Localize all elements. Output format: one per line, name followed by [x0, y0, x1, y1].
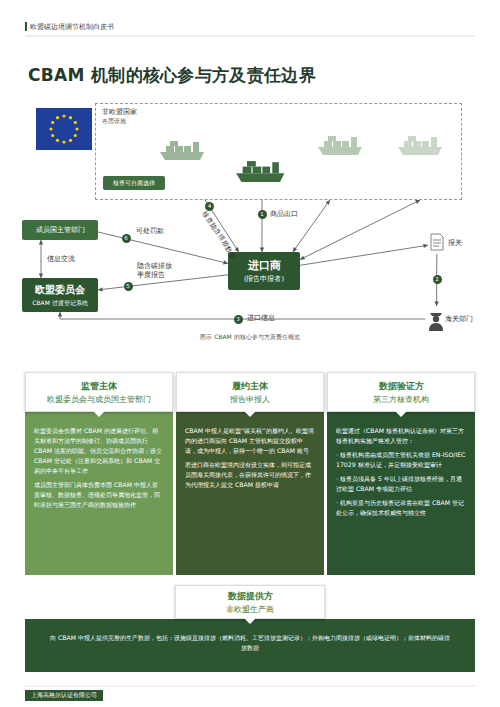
connector — [300, 200, 420, 260]
cargo-ship — [398, 136, 442, 155]
panel-body: 欧盟通过《CBAM 核查机构认证条例》对第三方核查机构实施严格准入管控： · 核查… — [327, 412, 475, 575]
node-label: 非欧盟国家 — [102, 108, 455, 117]
panel-body: CBAM 申报人是欧盟“碳关税”的履约人。欧盟境内的进口商应向 CBAM 主管机… — [176, 412, 324, 575]
connector-line — [41, 240, 42, 278]
arrow-head — [325, 200, 329, 205]
process-box: 核查可自愿选择 — [103, 176, 165, 190]
cargo-ship — [160, 141, 204, 160]
cargo-ship — [236, 161, 284, 182]
panel-body: 向 CBAM 申报人提供完整的生产数据，包括：设施级直接排放（燃料消耗、工艺排放… — [25, 619, 475, 672]
panel-header: 监管主体欧盟委员会与成员国主管部门 — [25, 372, 173, 412]
connector — [260, 200, 264, 252]
cargo-ship — [318, 136, 362, 155]
panel-text: · 核查机构需由成员国主管机关依据 EN-ISO/IEC 17029 标准认证，… — [336, 450, 466, 470]
icon-node: 海关部门 — [425, 306, 483, 332]
connector — [293, 200, 330, 252]
node-label: 成员国主管部门 — [36, 225, 85, 235]
arrow-head — [415, 200, 420, 204]
panel-text: 欧盟委员会负责对 CBAM 的进展进行评估、相关标准和方法学的制修订、协调成员国… — [34, 426, 164, 476]
panel-text: CBAM 申报人是欧盟“碳关税”的履约人。欧盟境内的进口商应向 CBAM 主管机… — [185, 426, 315, 456]
callout-number: 6 — [122, 234, 131, 243]
arrow-head — [300, 256, 305, 260]
role-panel: 数据验证方第三方核查机构欧盟通过《CBAM 核查机构认证条例》对第三方核查机构实… — [327, 372, 475, 575]
document-icon — [431, 234, 443, 250]
arrow-head — [423, 244, 428, 248]
arrow-head — [98, 287, 103, 291]
node-label: 海关部门 — [445, 314, 473, 324]
header-bar — [25, 22, 27, 31]
arrow-head — [58, 312, 62, 317]
actor-box: 成员国主管部门 — [22, 220, 98, 240]
region-box: 非欧盟国家各国设施核查可自愿选择 — [95, 103, 462, 200]
header-rule — [25, 36, 475, 37]
edge-label: 信息交流 — [47, 255, 77, 264]
figure-caption: 图示 CBAM 的核心参与方及责任概览 — [0, 333, 500, 342]
actor-box: 进口商 (报告申报者) — [228, 252, 300, 290]
panel-subtitle: 第三方核查机构 — [373, 395, 429, 405]
node-label: 欧盟委员会 — [35, 283, 85, 297]
panel-header: 履约主体报告申报人 — [176, 372, 324, 412]
panel-subtitle: 欧盟委员会与成员国主管部门 — [47, 395, 151, 405]
panel-text: 向 CBAM 申报人提供完整的生产数据，包括：设施级直接排放（燃料消耗、工艺排放… — [49, 633, 451, 653]
node-label: 报关 — [448, 238, 462, 248]
connector-line — [261, 200, 262, 252]
connector-line — [293, 200, 330, 252]
connector-line — [300, 245, 428, 265]
connector — [98, 232, 228, 264]
panel-subtitle: 报告申报人 — [230, 395, 270, 405]
panel-header: 数据验证方第三方核查机构 — [327, 372, 475, 412]
panel-text: 欧盟通过《CBAM 核查机构认证条例》对第三方核查机构实施严格准入管控： — [336, 426, 466, 446]
role-panel: 履约主体报告申报人 CBAM 申报人是欧盟“碳关税”的履约人。欧盟境内的进口商应向… — [176, 372, 324, 575]
edge-label: 可处罚款 — [136, 227, 176, 236]
node-label: (报告申报者) — [244, 275, 284, 284]
page-title: CBAM 机制的核心参与方及责任边界 — [28, 64, 316, 87]
panel-body: 欧盟委员会负责对 CBAM 的进展进行评估、相关标准和方法学的制修订、协调成员国… — [25, 412, 173, 575]
arrow-head — [434, 301, 438, 306]
connector — [300, 244, 428, 266]
panel-title: 监管主体 — [81, 380, 117, 393]
callout-number: 5 — [124, 282, 133, 291]
connector-line — [300, 200, 420, 260]
panel-text: · 机构资质与历史核查记录需在欧盟 CBAM 登记处公示，确保技术权威性与独立性 — [336, 498, 466, 518]
callout-number: 4 — [205, 202, 214, 211]
callout-number: 2 — [433, 275, 442, 284]
connector-line — [60, 312, 425, 319]
callout-number: 1 — [258, 210, 267, 219]
panel-title: 履约主体 — [232, 380, 268, 393]
panel-header: 数据提供方非欧盟生产商 — [175, 585, 325, 619]
eu-flag — [36, 108, 92, 150]
icon-node: 报关 — [428, 232, 472, 254]
edge-label: 核查隐含排放数据 — [200, 209, 238, 261]
role-panel: 监管主体欧盟委员会与成员国主管部门欧盟委员会负责对 CBAM 的进展进行评估、相… — [25, 372, 173, 575]
connector-line — [98, 232, 228, 263]
node-label: 各国设施 — [102, 118, 455, 125]
edge-label: 隐含碳排放 季度报告 — [137, 262, 173, 280]
arrow-head — [39, 240, 43, 245]
running-header: 欧盟碳边境调节机制白皮书 — [30, 23, 114, 32]
panel-title: 数据验证方 — [379, 380, 424, 393]
node-label: 核查可自愿选择 — [113, 179, 155, 188]
node-label: CBAM 过渡登记系统 — [32, 299, 88, 308]
footer-text: 上海高格尔认证有限公司 — [25, 690, 103, 701]
panel-text: 成员国主管部门具体负责本国 CBAM 申报人资质审核、数据核查、违规处罚等属地化… — [34, 480, 164, 510]
panel-title: 数据提供方 — [228, 590, 273, 603]
callout-number: 3 — [234, 315, 243, 324]
panel-text: 若进口商在欧盟境内没有设立实体，则可指定成员国海关间接代表，在获得其许可的情况下… — [185, 460, 315, 490]
role-band: 数据提供方非欧盟生产商向 CBAM 申报人提供完整的生产数据，包括：设施级直接排… — [25, 585, 475, 672]
actor-box: 欧盟委员会 CBAM 过渡登记系统 — [22, 278, 98, 312]
edge-label: 进口信息 — [247, 314, 287, 323]
edge-label: 商品出口 — [270, 210, 310, 219]
footer-rule — [25, 686, 475, 687]
officer-icon — [429, 313, 443, 331]
connector — [39, 240, 43, 278]
node-label: 进口商 — [248, 258, 281, 273]
panel-text: · 核查员须具备 5 年以上碳排放核查经验，且通过欧盟 CBAM 专项能力评估 — [336, 474, 466, 494]
panel-subtitle: 非欧盟生产商 — [226, 605, 274, 615]
